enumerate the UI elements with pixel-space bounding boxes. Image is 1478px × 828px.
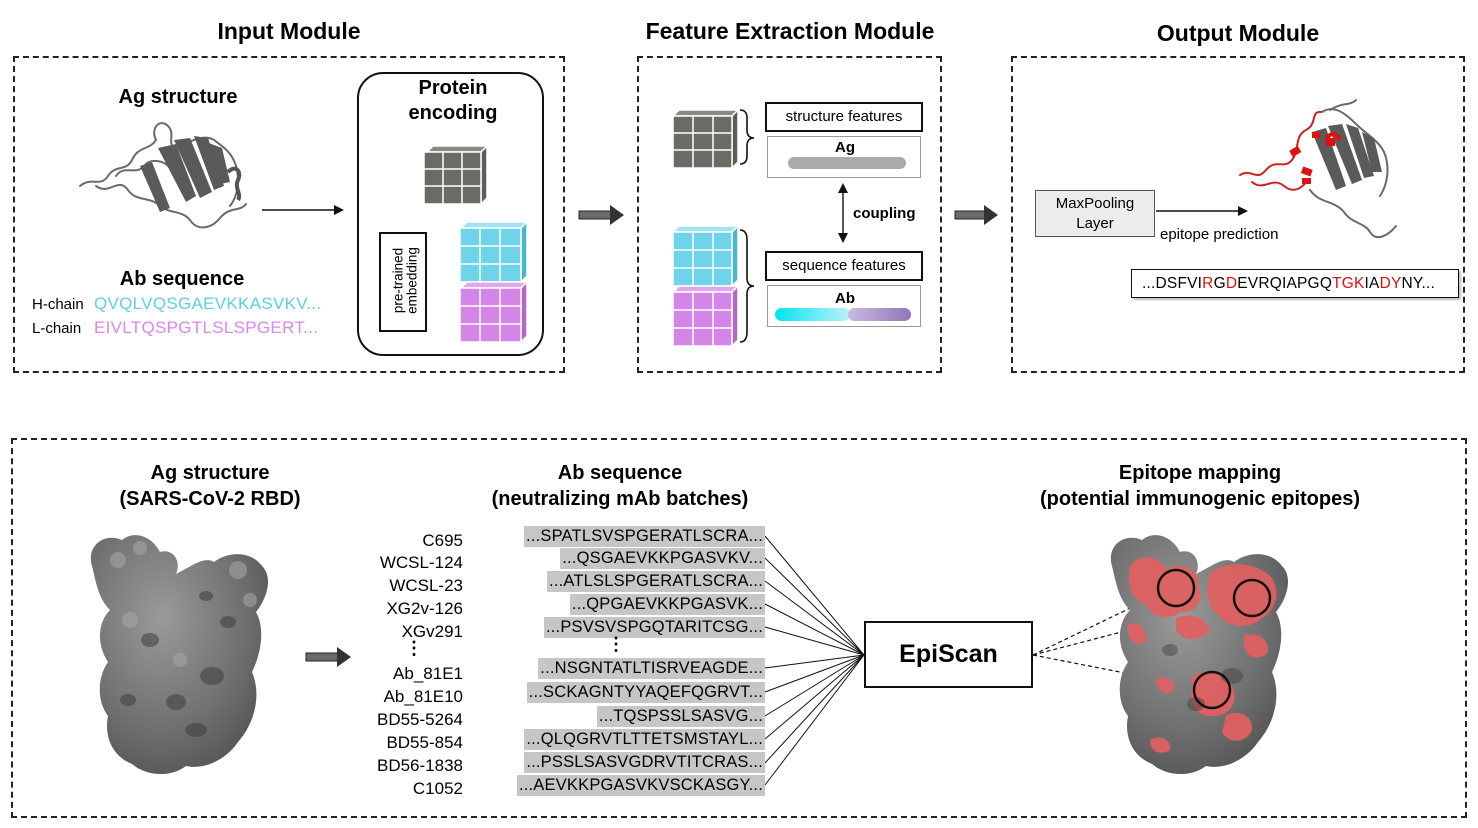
ab-sequence-label: Ab sequence [119, 268, 245, 290]
predicted-seq-part-red: R [1202, 275, 1214, 292]
output-module-title: Output Module [1156, 20, 1320, 46]
predicted-seq-part: EVRQIAPGQ [1237, 275, 1333, 292]
violet-encoding-cube [459, 280, 529, 344]
predicted-seq-part-red: TGK [1332, 275, 1365, 292]
epitope-prediction-label: epitope prediction [1160, 226, 1279, 243]
ab-feature-label: Ab [835, 290, 855, 307]
antibody-sequence: ...PSSLSASVGDRVTITCRAS... [524, 752, 765, 773]
coupling-arrow [838, 183, 848, 243]
application-box [11, 438, 1467, 818]
app-epi-title-2: (potential immunogenic epitopes) [1039, 488, 1360, 510]
epitope-circles [1156, 568, 1272, 710]
feature-module-box [637, 56, 942, 373]
l-chain-sequence: EIVLTQSPGTLSLSPGERT... [94, 318, 319, 337]
l-chain-label: L-chain [32, 320, 82, 337]
episcan-label: EpiScan [899, 640, 998, 668]
output-epitope-highlights [1289, 132, 1342, 184]
ag-structure-label: Ag structure [118, 86, 238, 108]
episcan-box: EpiScan [864, 621, 1033, 688]
antibody-name-ellipsis: ⋮ [405, 638, 423, 658]
app-ag-title-1: Ag structure [150, 462, 270, 484]
predicted-seq-part: IA [1364, 275, 1380, 292]
app-epi-title-1: Epitope mapping [1118, 462, 1282, 484]
sequence-features-box: sequence features [765, 251, 923, 281]
antibody-name: BD56-1838 [376, 756, 463, 775]
sequence-to-episcan-lines [764, 535, 865, 786]
output-ribbon-sheets [1312, 124, 1382, 190]
gray-encoding-cube [423, 144, 489, 206]
block-arrow-3 [305, 647, 351, 667]
sequence-features-label: sequence features [782, 257, 906, 274]
block-arrow-2 [954, 205, 998, 225]
feature-module-title: Feature Extraction Module [645, 18, 935, 44]
protein-encoding-title-2: encoding [408, 102, 498, 124]
structure-brace [739, 109, 755, 165]
ag-feature-panel [767, 136, 921, 178]
ab-feature-bar-cyan [775, 308, 850, 321]
sequence-brace [739, 229, 755, 343]
predicted-seq-part-red: DY [1379, 275, 1402, 292]
antibody-name: BD55-854 [386, 733, 463, 752]
antibody-name: WCSL-23 [389, 576, 463, 595]
cyan-encoding-cube [459, 220, 529, 284]
coupling-label: coupling [853, 205, 916, 222]
h-chain-sequence: QVQLVQSGAEVKKASVKV... [94, 294, 322, 313]
structure-features-label: structure features [785, 108, 903, 125]
antibody-name: WCSL-124 [379, 553, 463, 572]
antibody-name: XGv291 [401, 622, 463, 641]
h-chain-label: H-chain [32, 296, 84, 313]
antibody-sequence: ...ATLSLSPGERATLSCRA... [547, 571, 765, 592]
protein-encoding-title-1: Protein [418, 77, 488, 99]
output-ribbon-structure [1239, 99, 1397, 239]
ag-feature-bar [788, 157, 906, 169]
feature-gray-cube [671, 108, 740, 170]
app-ab-title-1: Ab sequence [557, 462, 683, 484]
antibody-sequence: ...SPATLSVSPGERATLSCRA... [524, 526, 765, 547]
app-ag-title-2: (SARS-CoV-2 RBD) [119, 488, 301, 510]
antibody-name: XG2v-126 [386, 599, 463, 618]
ag-feature-label: Ag [835, 139, 855, 156]
maxpool-arrow [1156, 206, 1248, 216]
maxpooling-label-1: MaxPooling [1055, 195, 1135, 212]
antibody-sequence: ...QPGAEVKKPGASVK... [569, 594, 765, 615]
maxpooling-layer-box: MaxPooling Layer [1035, 190, 1155, 237]
input-to-encoding-arrow [262, 205, 344, 215]
antibody-name: BD55-5264 [376, 710, 463, 729]
ab-feature-panel [767, 285, 921, 327]
antibody-sequence: ...TQSPSSLSASVG... [596, 706, 765, 727]
pretrained-embedding-box [379, 232, 427, 332]
predicted-sequence-box: ...DSFVIRGDEVRQIAPGQTGKIADYNY... [1131, 269, 1459, 298]
input-module-title: Input Module [217, 18, 361, 44]
input-module-box [13, 56, 565, 373]
predicted-seq-part: ...DSFVI [1142, 275, 1203, 292]
ab-feature-bar-violet [848, 308, 911, 321]
antibody-sequence: ...NSGNTATLTISRVEAGDE... [538, 658, 765, 679]
antibody-sequence: ...QSGAEVKKPGASVKV... [560, 548, 765, 569]
antibody-name: Ab_81E1 [393, 664, 463, 683]
structure-features-box: structure features [765, 102, 923, 132]
antibody-sequence: ...QLQGRVTLTTETSMSTAYL... [524, 729, 765, 750]
antibody-sequence: ...PSVSVSPGQTARITCSG... [543, 617, 765, 638]
app-ab-title-2: (neutralizing mAb batches) [491, 488, 749, 510]
predicted-seq-part: NY... [1401, 275, 1435, 292]
predicted-seq-part: G [1213, 275, 1226, 292]
antibody-sequence: ...SCKAGNTYYAQEFQGRVT... [526, 682, 765, 703]
protein-encoding-box [357, 72, 544, 356]
output-module-box [1011, 56, 1465, 373]
antibody-name: C1052 [412, 779, 463, 798]
maxpooling-label-2: Layer [1076, 215, 1114, 232]
rbd-surface-gray [90, 535, 269, 775]
block-arrow-1 [578, 205, 624, 225]
antibody-sequence-ellipsis: ⋮ [607, 634, 625, 654]
antibody-name: Ab_81E10 [383, 687, 463, 706]
predicted-seq-part-red: D [1225, 275, 1238, 292]
feature-violet-cube [671, 284, 740, 348]
antibody-name: C695 [422, 531, 463, 550]
rbd-surface-epitope [1110, 535, 1289, 775]
antibody-sequence: ...AEVKKPGASVKVSCKASGY... [516, 775, 765, 796]
